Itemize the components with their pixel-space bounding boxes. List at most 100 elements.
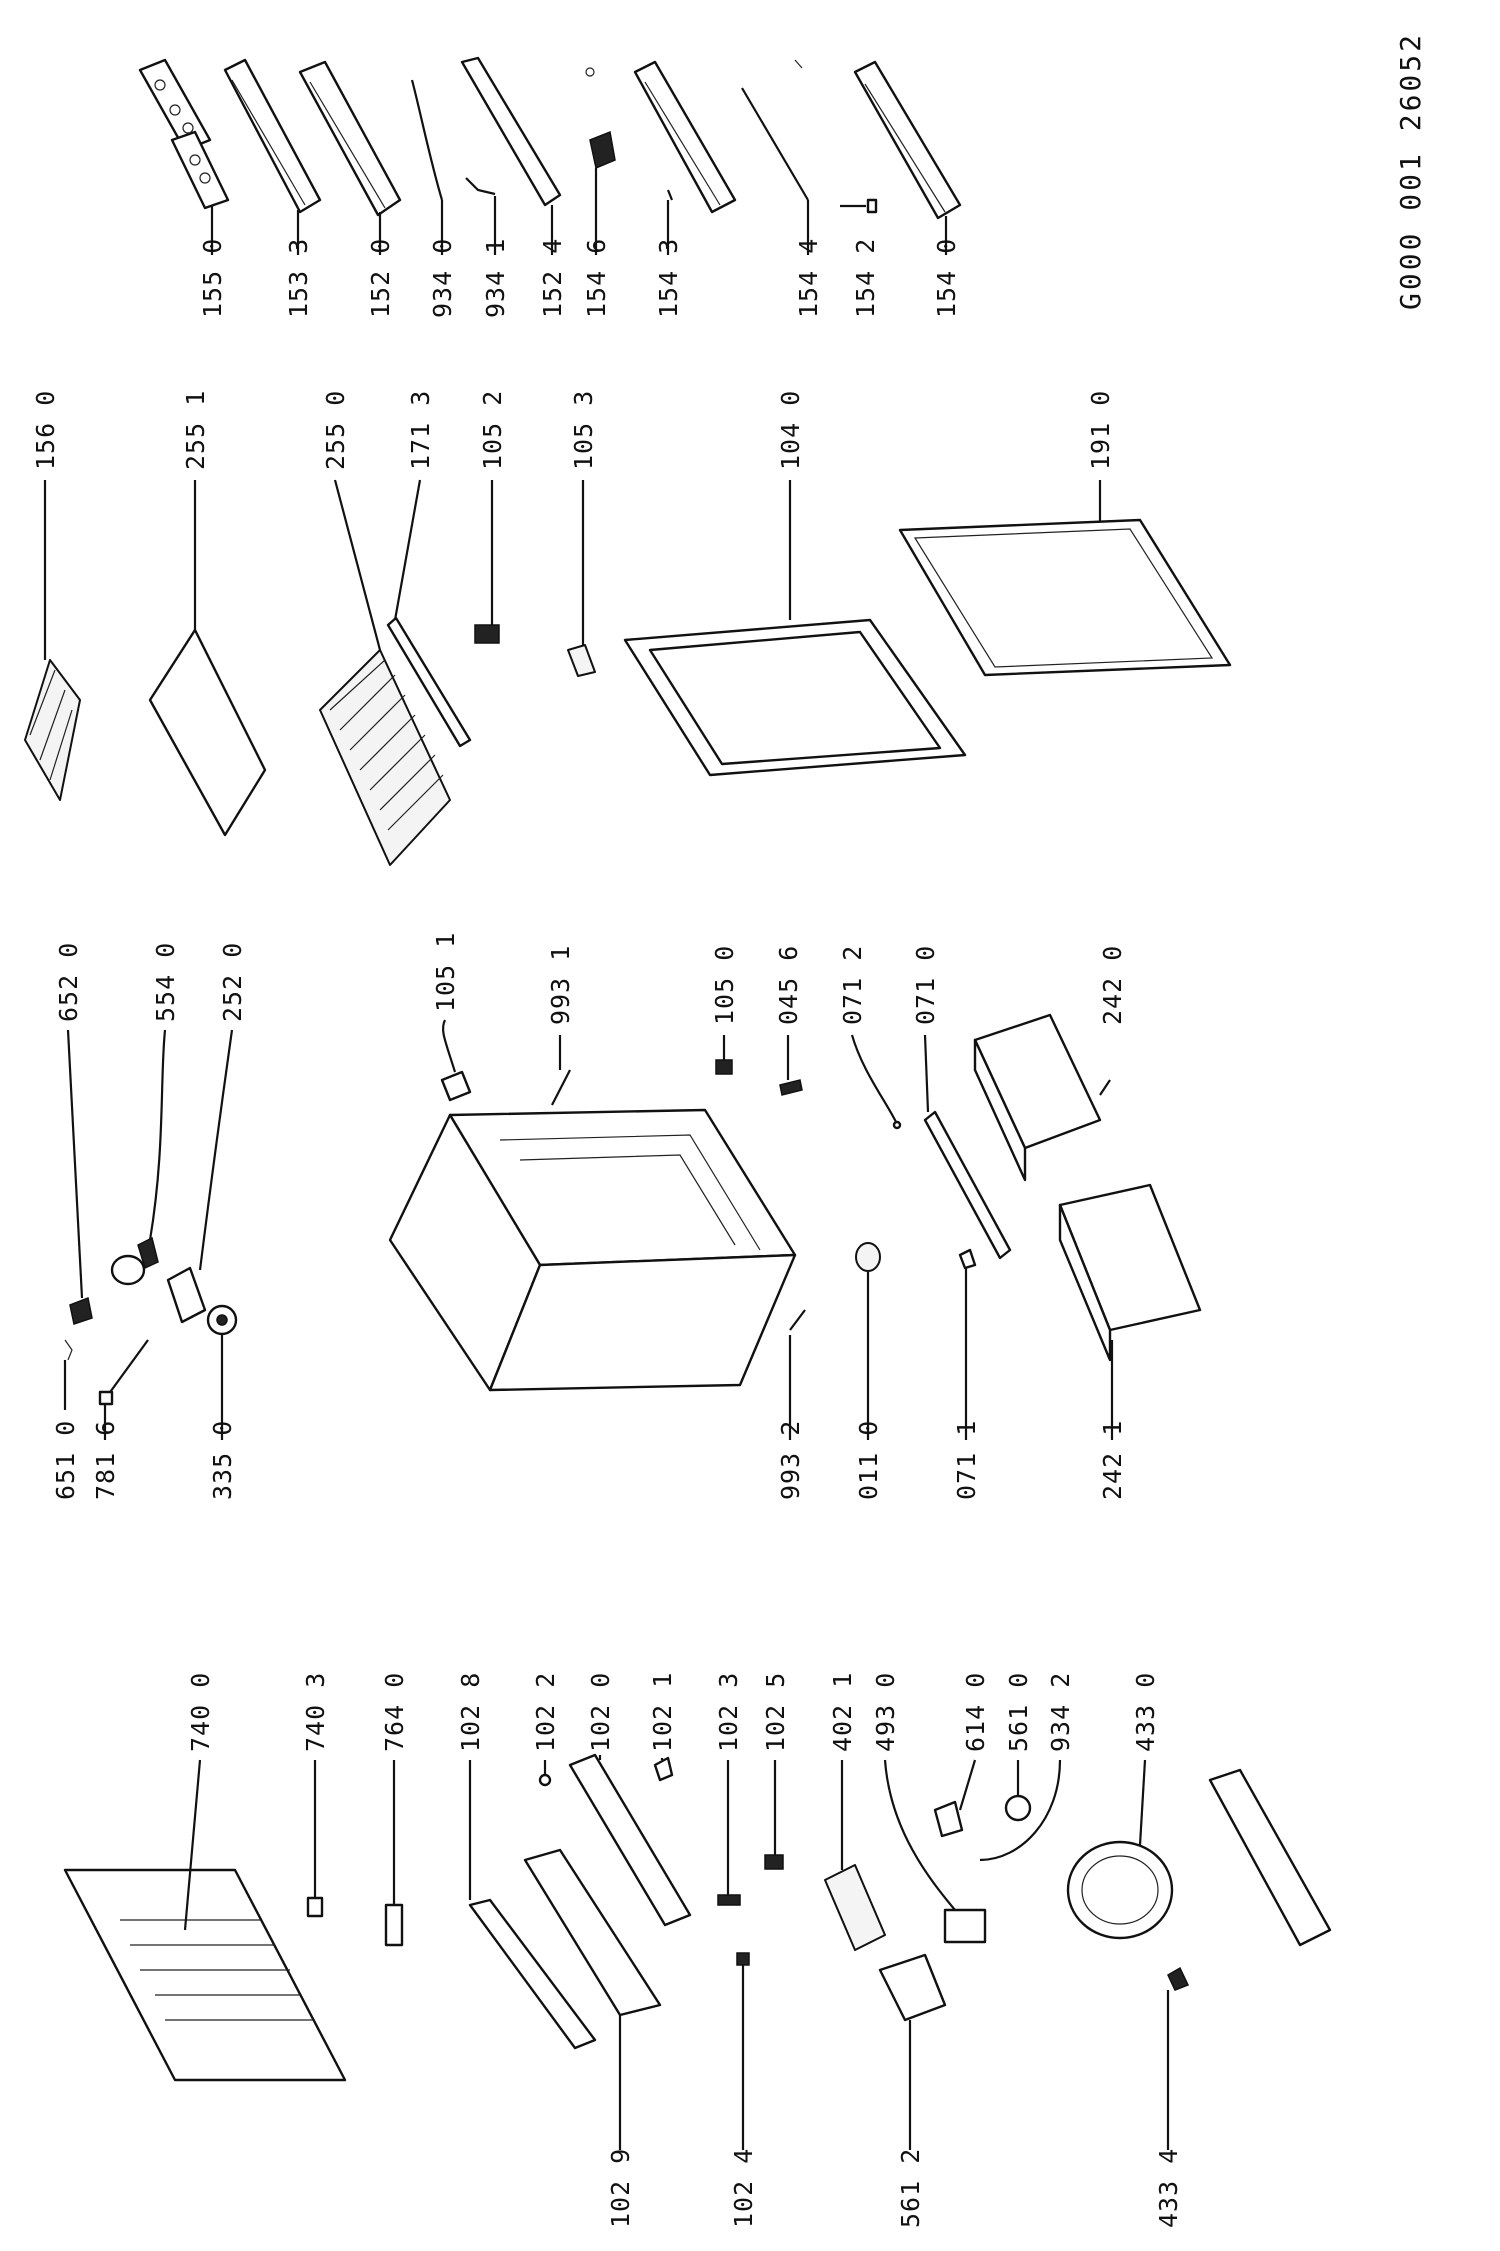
part-071-0-part — [923, 1034, 1012, 1260]
part-781-6-rod — [98, 1339, 149, 1440]
part-label: 614 0 — [961, 1672, 990, 1752]
part-335-0-part — [206, 1304, 238, 1440]
part-label: 153 3 — [284, 238, 313, 318]
part-740-0-panel — [63, 1759, 347, 2082]
part-label: 102 9 — [606, 2148, 635, 2228]
part-045-6-part — [779, 1035, 803, 1096]
part-155-0-egg-tray — [138, 58, 230, 255]
part-934-1-clip — [465, 177, 497, 255]
part-label: 402 1 — [828, 1672, 857, 1752]
door-accessories-group — [138, 56, 962, 255]
part-label: 071 2 — [838, 945, 867, 1025]
part-label: 105 0 — [710, 945, 739, 1025]
part-label: 011 0 — [854, 1420, 883, 1500]
part-label: 102 3 — [714, 1672, 743, 1752]
part-071-2-part — [850, 1034, 902, 1130]
part-label: 764 0 — [380, 1672, 409, 1752]
part-label: 104 0 — [776, 390, 805, 470]
part-cabinet-body — [388, 1108, 797, 1392]
part-105-2-clip — [474, 480, 500, 644]
part-154-3-shelf — [633, 60, 737, 255]
part-102-1-part — [653, 1756, 674, 1782]
part-label: 242 1 — [1098, 1420, 1127, 1500]
part-993-1-part — [551, 1035, 571, 1106]
part-171-3-strip — [386, 479, 472, 748]
controls-group — [63, 1753, 1332, 2150]
part-label: 154 6 — [582, 238, 611, 318]
part-label: 105 2 — [478, 390, 507, 470]
part-label: 102 4 — [729, 2148, 758, 2228]
part-402-1-thermostat — [824, 1760, 886, 1951]
part-154-6-bracket — [585, 67, 616, 255]
part-740-3-part — [306, 1760, 324, 1918]
part-433-0-compressor — [1066, 1759, 1174, 1940]
part-label: 071 0 — [911, 945, 940, 1025]
part-102-4-part — [736, 1952, 750, 2150]
part-label: 335 0 — [208, 1420, 237, 1500]
part-493-0-part — [883, 1759, 987, 1944]
part-154-4-rod — [741, 59, 810, 255]
part-label: 154 4 — [794, 238, 823, 318]
part-label: 993 2 — [776, 1420, 805, 1500]
part-label: 105 3 — [569, 390, 598, 470]
part-934-0-wire — [410, 79, 444, 255]
part-label: 781 6 — [91, 1420, 120, 1500]
part-154-2-pin — [840, 198, 878, 214]
part-934-2-cable — [979, 1759, 1062, 1862]
part-614-0-relay — [933, 1759, 977, 1838]
part-condenser — [1208, 1768, 1332, 1947]
part-102-2-part — [538, 1760, 552, 1787]
part-104-0-door-frame — [623, 480, 967, 777]
part-554-0-part — [110, 1029, 167, 1286]
part-label: 045 6 — [774, 945, 803, 1025]
part-label: 191 0 — [1086, 390, 1115, 470]
part-label: 154 2 — [851, 238, 880, 318]
part-label: 102 0 — [586, 1672, 615, 1752]
drawing-code: G000 001 26052 — [1394, 32, 1427, 310]
part-242-1-drawer — [1058, 1183, 1202, 1440]
part-561-2-part — [878, 1953, 947, 2150]
part-label: 651 0 — [51, 1420, 80, 1500]
part-102-9-bracket — [523, 1848, 662, 2150]
part-label: 252 0 — [218, 942, 247, 1022]
part-191-0-gasket — [898, 480, 1232, 677]
part-153-3-shelf — [223, 58, 322, 255]
part-label: 171 3 — [406, 390, 435, 470]
part-label: 155 0 — [198, 238, 227, 318]
part-102-5-part — [764, 1760, 784, 1870]
part-label: 152 0 — [366, 238, 395, 318]
part-label: 433 4 — [1154, 2148, 1183, 2228]
part-label: 934 1 — [481, 238, 510, 318]
part-label: 561 2 — [896, 2148, 925, 2228]
part-252-0-part — [166, 1029, 234, 1324]
part-152-0-shelf — [298, 60, 402, 255]
part-242-0-drawer — [973, 1013, 1111, 1182]
part-label: 102 8 — [456, 1672, 485, 1752]
part-764-0-lamp — [384, 1760, 404, 1947]
cabinet-group — [63, 1013, 1202, 1440]
part-label: 105 1 — [431, 932, 460, 1012]
part-071-1-part — [958, 1248, 977, 1440]
part-label: 102 2 — [531, 1672, 560, 1752]
part-label: 993 1 — [546, 945, 575, 1025]
part-651-0-part — [63, 1339, 73, 1410]
part-105-0-part — [715, 1035, 733, 1075]
part-label: 740 3 — [301, 1672, 330, 1752]
part-label: 934 0 — [428, 238, 457, 318]
part-label: 154 0 — [932, 238, 961, 318]
part-label: 433 0 — [1131, 1672, 1160, 1752]
part-label: 740 0 — [186, 1672, 215, 1752]
part-154-0-shelf — [853, 60, 962, 255]
part-label: 102 1 — [648, 1672, 677, 1752]
part-993-2-part — [788, 1309, 806, 1440]
part-102-0-housing — [568, 1753, 692, 1927]
part-label: 255 0 — [321, 390, 350, 470]
part-label: 554 0 — [151, 942, 180, 1022]
part-label: 934 2 — [1046, 1672, 1075, 1752]
part-label: 652 0 — [54, 942, 83, 1022]
part-255-0-grid-shelf — [319, 479, 451, 866]
part-label: 561 0 — [1004, 1672, 1033, 1752]
part-label: 102 5 — [761, 1672, 790, 1752]
